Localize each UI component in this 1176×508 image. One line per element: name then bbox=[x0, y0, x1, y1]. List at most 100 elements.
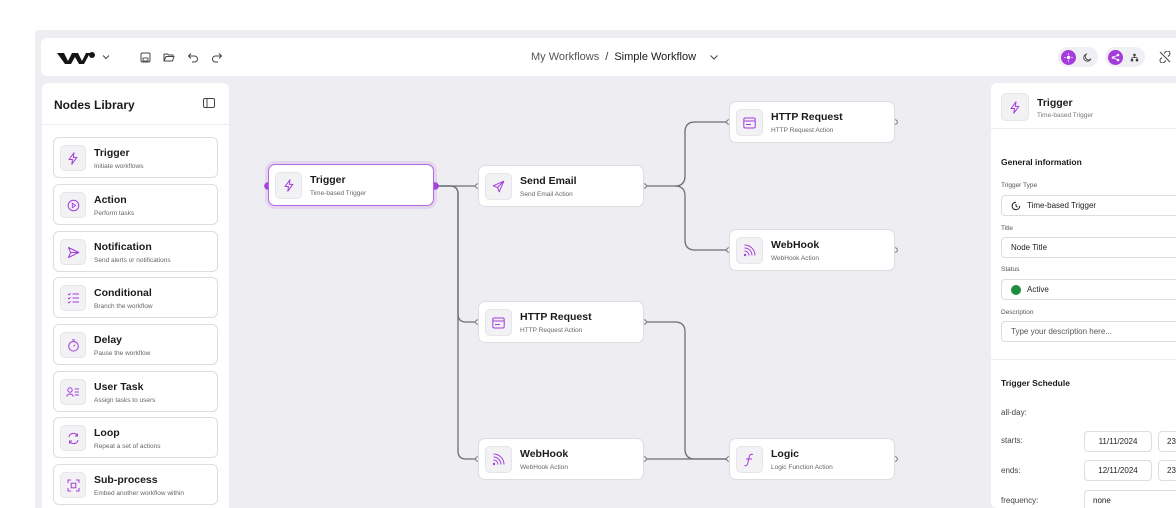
user-list-icon bbox=[66, 387, 79, 397]
webhook-icon bbox=[743, 244, 756, 257]
ends-date-input[interactable]: 12/11/2024 bbox=[1084, 460, 1152, 481]
node-title: WebHook bbox=[520, 448, 569, 460]
library-item-delay[interactable]: Delay Pause the workflow bbox=[53, 324, 218, 365]
description-input[interactable]: Type your description here... bbox=[1001, 321, 1176, 342]
breadcrumb-parent[interactable]: My Workflows bbox=[531, 51, 600, 63]
flow-view-option[interactable] bbox=[1108, 49, 1123, 65]
panel-divider bbox=[991, 359, 1176, 360]
node-icon-box bbox=[736, 237, 763, 264]
library-item-sub-process[interactable]: Sub-process Embed another workflow withi… bbox=[53, 464, 218, 505]
library-item-title: Delay bbox=[94, 334, 123, 346]
node-title: HTTP Request bbox=[520, 311, 592, 323]
frequency-value: none bbox=[1093, 496, 1111, 505]
nodes-library: Nodes Library Trigger Initiate workflows… bbox=[42, 83, 229, 508]
library-item-title: User Task bbox=[94, 381, 144, 393]
ends-date-value: 12/11/2024 bbox=[1098, 466, 1138, 475]
node-subtitle: HTTP Request Action bbox=[520, 327, 583, 334]
library-title: Nodes Library bbox=[54, 98, 135, 112]
node-title: Trigger bbox=[310, 174, 346, 186]
breadcrumb: My Workflows/Simple Workflow bbox=[531, 51, 719, 63]
library-item-subtitle: Assign tasks to users bbox=[94, 397, 156, 404]
undo-button[interactable] bbox=[185, 49, 201, 65]
frequency-select[interactable]: none bbox=[1084, 490, 1176, 508]
node-subtitle: HTTP Request Action bbox=[771, 127, 834, 134]
status-dot bbox=[1011, 284, 1021, 295]
ends-time-input[interactable]: 23 bbox=[1158, 460, 1176, 481]
panel-title: Trigger bbox=[1037, 97, 1073, 109]
brand-logo[interactable] bbox=[57, 51, 97, 65]
bolt-icon bbox=[68, 151, 78, 165]
node-title: Send Email bbox=[520, 175, 577, 187]
node-icon-box bbox=[736, 446, 763, 473]
redo-icon bbox=[212, 52, 223, 62]
edge-send-email-webhook bbox=[674, 185, 729, 251]
title-input[interactable]: Node Title bbox=[1001, 237, 1176, 258]
library-item-subtitle: Pause the workflow bbox=[94, 350, 151, 357]
browser-icon bbox=[743, 117, 756, 128]
folder-open-icon bbox=[163, 53, 175, 61]
node-webhook-2[interactable]: WebHook WebHook Action bbox=[478, 438, 644, 480]
view-toggle[interactable] bbox=[1105, 47, 1145, 67]
library-item-icon-box bbox=[60, 285, 86, 311]
node-send-email[interactable]: Send Email Send Email Action bbox=[478, 165, 644, 207]
bolt-icon bbox=[1010, 100, 1020, 114]
save-button[interactable] bbox=[137, 49, 153, 65]
all-day-label: all-day: bbox=[1001, 408, 1027, 417]
starts-label: starts: bbox=[1001, 436, 1023, 445]
tree-view-option[interactable] bbox=[1127, 50, 1142, 65]
library-item-icon-box bbox=[60, 332, 86, 358]
node-subtitle: Logic Function Action bbox=[771, 464, 833, 471]
starts-time-input[interactable]: 23 bbox=[1158, 431, 1176, 452]
library-item-trigger[interactable]: Trigger Initiate workflows bbox=[53, 137, 218, 178]
chevron-down-icon[interactable] bbox=[102, 53, 110, 61]
sidebar-collapse-icon[interactable] bbox=[203, 98, 215, 108]
node-logic[interactable]: Logic Logic Function Action bbox=[729, 438, 895, 480]
edge-http-request-logic bbox=[644, 321, 729, 460]
library-item-conditional[interactable]: Conditional Branch the workflow bbox=[53, 277, 218, 318]
theme-toggle[interactable] bbox=[1058, 47, 1098, 67]
status-select[interactable]: Active bbox=[1001, 279, 1176, 300]
description-label: Description bbox=[1001, 309, 1034, 316]
open-folder-button[interactable] bbox=[161, 49, 177, 65]
ends-label: ends: bbox=[1001, 466, 1021, 475]
library-item-loop[interactable]: Loop Repeat a set of actions bbox=[53, 417, 218, 458]
library-item-title: Loop bbox=[94, 427, 120, 439]
edge-trigger-http-request bbox=[435, 185, 478, 323]
moon-icon bbox=[1083, 52, 1092, 62]
send-icon bbox=[492, 180, 505, 193]
send-icon bbox=[67, 246, 79, 258]
library-item-title: Conditional bbox=[94, 287, 152, 299]
status-label: Status bbox=[1001, 266, 1020, 273]
light-mode-option[interactable] bbox=[1061, 49, 1076, 65]
library-header: Nodes Library bbox=[42, 83, 229, 125]
library-item-notification[interactable]: Notification Send alerts or notification… bbox=[53, 231, 218, 272]
edge-send-email-http-request bbox=[644, 121, 729, 187]
library-item-title: Sub-process bbox=[94, 474, 158, 486]
frequency-label: frequency: bbox=[1001, 496, 1039, 505]
checklist-icon bbox=[67, 292, 79, 304]
node-webhook-1[interactable]: WebHook WebHook Action bbox=[729, 229, 895, 271]
dark-mode-option[interactable] bbox=[1080, 50, 1095, 65]
library-item-user-task[interactable]: User Task Assign tasks to users bbox=[53, 371, 218, 412]
library-item-icon-box bbox=[60, 472, 86, 498]
node-http-request-2[interactable]: HTTP Request HTTP Request Action bbox=[478, 301, 644, 343]
status-value: Active bbox=[1027, 285, 1049, 294]
library-item-action[interactable]: Action Perform tasks bbox=[53, 184, 218, 225]
starts-time-value: 23 bbox=[1167, 437, 1176, 446]
chevron-down-icon[interactable] bbox=[709, 53, 719, 61]
starts-date-input[interactable]: 11/11/2024 bbox=[1084, 431, 1152, 452]
node-icon-box bbox=[485, 173, 512, 200]
node-http-request-1[interactable]: HTTP Request HTTP Request Action bbox=[729, 101, 895, 143]
library-item-icon-box bbox=[60, 379, 86, 405]
node-trigger[interactable]: Trigger Time-based Trigger bbox=[268, 164, 434, 206]
node-icon-box bbox=[485, 446, 512, 473]
trigger-type-select[interactable]: Time-based Trigger bbox=[1001, 195, 1176, 216]
panel-icon-box bbox=[1001, 93, 1029, 121]
redo-button[interactable] bbox=[209, 49, 225, 65]
hierarchy-icon bbox=[1130, 53, 1139, 61]
breadcrumb-current[interactable]: Simple Workflow bbox=[614, 51, 697, 63]
webhook-icon bbox=[492, 453, 505, 466]
bolt-icon bbox=[284, 179, 293, 192]
disconnect-button[interactable] bbox=[1157, 49, 1173, 65]
node-icon-box bbox=[485, 309, 512, 336]
